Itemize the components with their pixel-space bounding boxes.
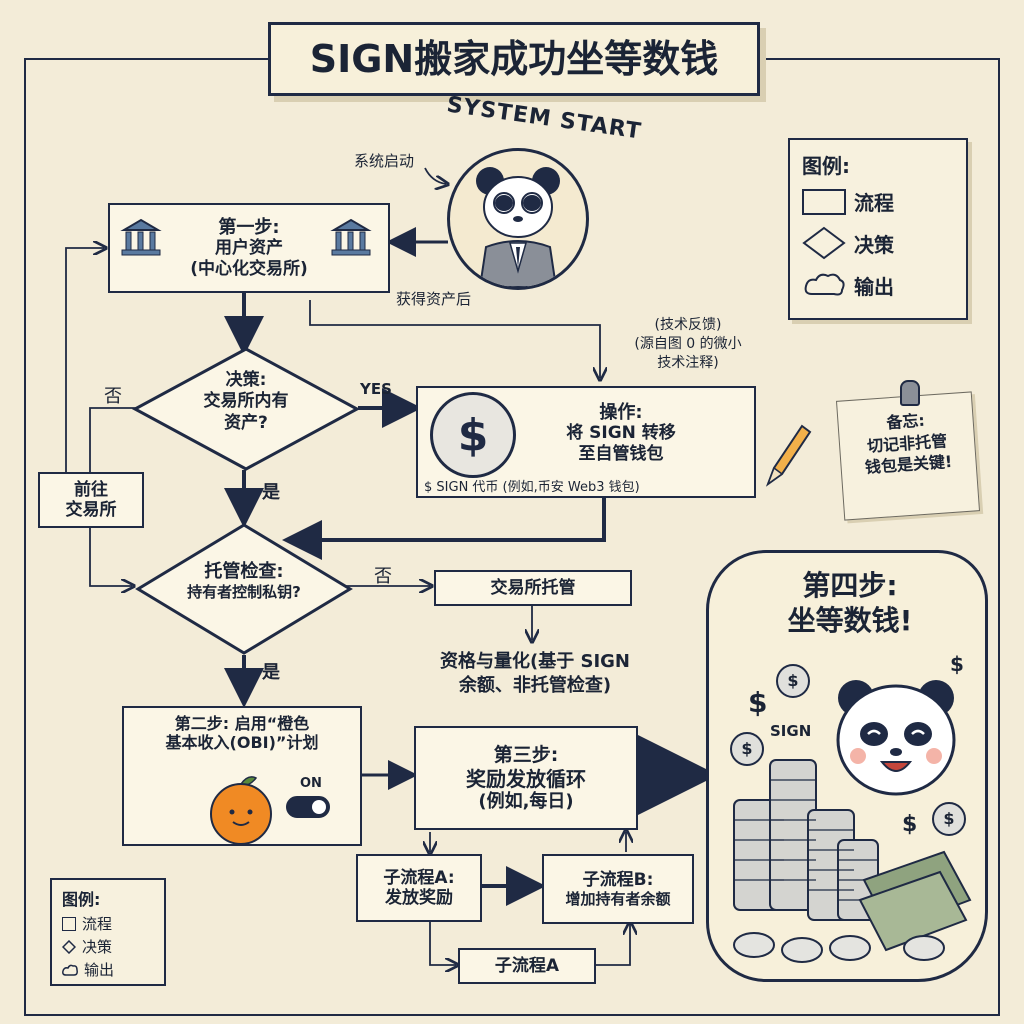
legend-top-process: 流程 bbox=[854, 191, 894, 215]
no-label-2: 否 bbox=[374, 566, 392, 587]
decision2-line1: 托管检查: bbox=[204, 561, 284, 582]
coin-icon: $ bbox=[932, 802, 966, 836]
go-exchange-line1: 前往 bbox=[74, 479, 108, 500]
system-start-zh: 系统启动 bbox=[354, 152, 415, 170]
step3-box: 第三步: 奖励发放循环 (例如,每日) bbox=[414, 726, 638, 830]
tech-note-line2: (源自图 0 的微小 bbox=[634, 335, 742, 352]
diamond-icon bbox=[802, 226, 846, 260]
yes-en-label: YES bbox=[360, 380, 392, 398]
step3-title: 第三步: bbox=[493, 743, 559, 766]
decision2-diamond bbox=[135, 523, 353, 655]
happy-panda-avatar bbox=[826, 668, 966, 808]
go-exchange-box: 前往 交易所 bbox=[38, 472, 144, 528]
legend-bottom-process: 流程 bbox=[82, 915, 113, 933]
step4-title: 第四步: 坐等数钱! bbox=[760, 568, 940, 638]
panda-icon bbox=[476, 167, 560, 287]
tech-note-line3: 技术注释) bbox=[657, 354, 719, 371]
decision1-diamond bbox=[131, 347, 361, 471]
step3-line1: 奖励发放循环 bbox=[466, 766, 586, 791]
step2-line1: 第二步: 启用“橙色 bbox=[174, 714, 310, 733]
pin-icon bbox=[900, 380, 920, 406]
operation-line1: 将 SIGN 转移 bbox=[566, 423, 676, 444]
tech-note-line1: (技术反馈) bbox=[654, 317, 722, 333]
legend-bottom-title: 图例: bbox=[62, 890, 101, 909]
obi-toggle[interactable] bbox=[286, 796, 330, 818]
qualification-line1: 资格与量化(基于 SIGN bbox=[440, 651, 630, 672]
title-banner: SIGN搬家成功坐等数钱 bbox=[268, 22, 760, 96]
step4-line1: 第四步: bbox=[802, 569, 898, 602]
operation-title: 操作: bbox=[599, 401, 643, 423]
decision1-line3: 资产? bbox=[224, 412, 268, 433]
subprocess-a-line1: 子流程A: bbox=[383, 867, 455, 888]
after-assets-label: 获得资产后 bbox=[396, 290, 472, 308]
subprocess-b-box: 子流程B: 增加持有者余额 bbox=[542, 854, 694, 924]
tech-note: (技术反馈) (源自图 0 的微小 技术注释) bbox=[608, 316, 768, 373]
page-title: SIGN搬家成功坐等数钱 bbox=[309, 37, 719, 81]
memo-note: 备忘: 切记非托管 钱包是关键! bbox=[835, 391, 981, 521]
legend-top-title: 图例: bbox=[802, 154, 850, 178]
dollar-sign: $ bbox=[950, 652, 964, 676]
decision1-text: 决策: 交易所内有 资产? bbox=[181, 370, 311, 434]
decision1-line1: 决策: bbox=[225, 370, 267, 390]
step3-line2: (例如,每日) bbox=[478, 790, 574, 812]
step1-line1: 用户资产 bbox=[215, 238, 283, 259]
coin-stacks-icon bbox=[733, 759, 972, 963]
dollar-sign: $ bbox=[748, 686, 768, 719]
subprocess-a2-box: 子流程A bbox=[458, 948, 596, 984]
diamond-icon bbox=[62, 939, 76, 954]
cloud-icon bbox=[62, 964, 78, 976]
legend-bottom-decision: 决策 bbox=[82, 938, 113, 956]
rectangle-icon bbox=[62, 916, 76, 931]
coin-icon: $ bbox=[730, 732, 764, 766]
legend-top: 图例: 流程 决策 输出 bbox=[788, 138, 968, 320]
operation-line2: 至自管钱包 bbox=[578, 443, 664, 464]
legend-bottom-output: 输出 bbox=[84, 961, 115, 979]
orange-icon bbox=[210, 776, 272, 845]
sign-coin-label: SIGN bbox=[770, 722, 812, 740]
no-label-1: 否 bbox=[104, 386, 122, 407]
decision2-line2: 持有者控制私钥? bbox=[187, 583, 301, 602]
legend-top-decision: 决策 bbox=[854, 232, 894, 257]
yes-label-2: 是 bbox=[262, 662, 280, 683]
toggle-on-label: ON bbox=[300, 776, 322, 791]
operation-caption: $ SIGN 代币 (例如,币安 Web3 钱包) bbox=[424, 480, 640, 495]
dollar-sign: $ bbox=[902, 812, 918, 837]
rectangle-icon bbox=[802, 188, 846, 215]
exchange-custody-label: 交易所托管 bbox=[490, 577, 576, 598]
subprocess-b-line1: 子流程B: bbox=[582, 869, 654, 890]
subprocess-a-box: 子流程A: 发放奖励 bbox=[356, 854, 482, 922]
subprocess-b-line2: 增加持有者余额 bbox=[565, 890, 671, 909]
decision1-line2: 交易所内有 bbox=[203, 391, 289, 412]
cloud-icon bbox=[804, 273, 845, 296]
exchange-custody-box: 交易所托管 bbox=[434, 570, 632, 606]
bank-icon bbox=[330, 218, 372, 256]
qualification-line2: 余额、非托管检查) bbox=[458, 675, 612, 697]
pencil-icon bbox=[765, 424, 812, 487]
legend-bottom: 图例: 流程 决策 输出 bbox=[50, 878, 166, 986]
coin-icon: $ bbox=[776, 664, 810, 698]
step2-line2: 基本收入(OBI)”计划 bbox=[165, 733, 319, 753]
step1-line2: (中心化交易所) bbox=[190, 258, 308, 279]
panda-icon bbox=[836, 680, 956, 796]
toggle-knob bbox=[312, 800, 326, 814]
yes-label-1: 是 bbox=[262, 482, 280, 503]
step1-title: 第一步: bbox=[218, 216, 280, 238]
legend-top-output: 输出 bbox=[854, 274, 894, 299]
decision2-text: 托管检查: 持有者控制私钥? bbox=[154, 560, 334, 603]
go-exchange-line2: 交易所 bbox=[65, 500, 117, 520]
subprocess-a-line2: 发放奖励 bbox=[385, 888, 453, 908]
start-panda-avatar bbox=[447, 148, 589, 290]
step4-line2: 坐等数钱! bbox=[787, 604, 913, 637]
bank-icon bbox=[120, 218, 162, 256]
subprocess-a2-label: 子流程A bbox=[494, 955, 560, 976]
sign-coin-icon: $ bbox=[430, 392, 516, 478]
qualification-text: 资格与量化(基于 SIGN 余额、非托管检查) bbox=[380, 650, 690, 699]
